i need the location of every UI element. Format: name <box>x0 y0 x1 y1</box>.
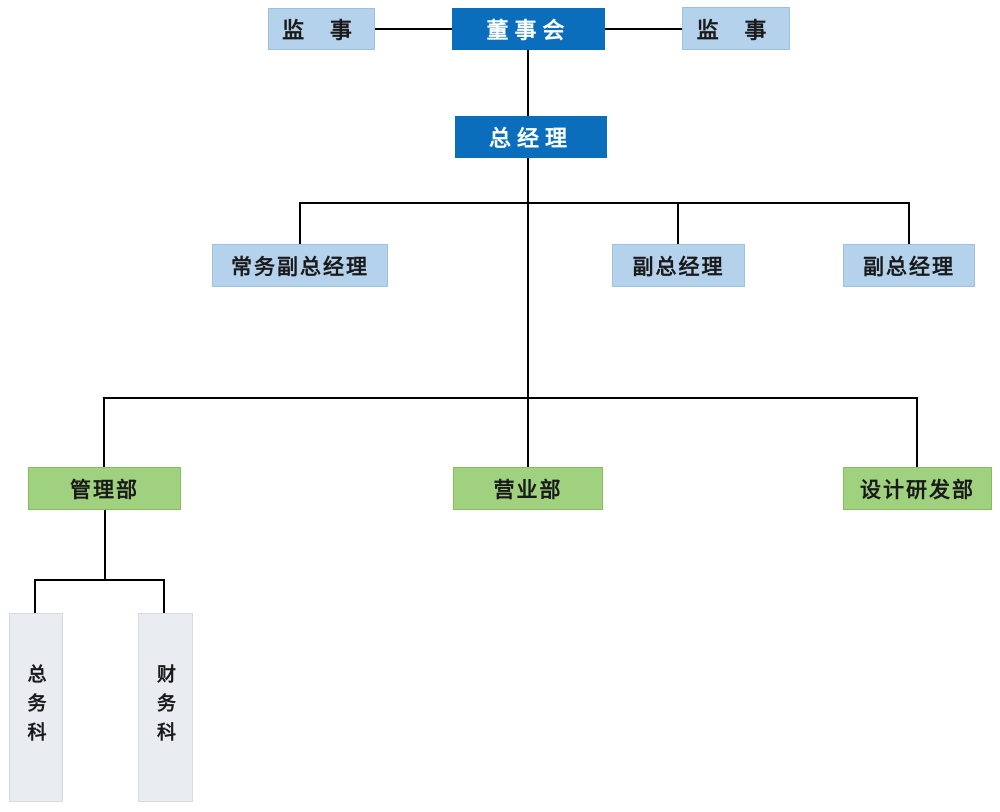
node-executive-deputy-gm: 常务副总经理 <box>212 244 388 287</box>
node-label: 总经理 <box>488 126 573 152</box>
node-label: 监 事 <box>282 18 361 44</box>
node-supervisor-left: 监 事 <box>268 8 375 50</box>
connector-line <box>104 510 106 581</box>
connector-line <box>163 579 165 613</box>
connector-line <box>677 202 679 244</box>
node-supervisor-right: 监 事 <box>682 7 790 50</box>
connector-line <box>375 28 452 30</box>
node-label: 常务副总经理 <box>231 253 369 279</box>
connector-line <box>527 50 529 116</box>
node-label: 董事会 <box>486 18 571 44</box>
connector-line <box>103 397 105 467</box>
connector-line <box>34 579 36 613</box>
node-label: 管理部 <box>70 476 139 502</box>
connector-line <box>908 202 910 244</box>
node-label: 副总经理 <box>632 253 725 279</box>
connector-line <box>916 397 918 467</box>
node-board-of-directors: 董事会 <box>452 8 605 50</box>
connector-line <box>299 202 301 244</box>
connector-line <box>527 158 529 467</box>
connector-line <box>605 28 682 30</box>
node-label: 总务科 <box>24 664 47 751</box>
connector-line <box>299 202 910 204</box>
node-general-manager: 总经理 <box>455 116 607 158</box>
node-deputy-gm-1: 副总经理 <box>612 244 745 287</box>
node-label: 财务科 <box>154 664 176 751</box>
node-sales-department: 营业部 <box>453 467 603 510</box>
node-design-rd-department: 设计研发部 <box>843 467 992 510</box>
connector-line <box>34 579 165 581</box>
node-admin-department: 管理部 <box>28 467 181 510</box>
node-label: 设计研发部 <box>860 476 975 502</box>
node-label: 副总经理 <box>863 253 955 279</box>
node-label: 营业部 <box>493 476 563 502</box>
node-finance-section: 财务科 <box>138 613 193 802</box>
node-label: 监 事 <box>696 17 776 44</box>
connector-line <box>103 397 918 399</box>
node-general-affairs-section: 总务科 <box>9 613 63 802</box>
node-deputy-gm-2: 副总经理 <box>843 244 975 287</box>
